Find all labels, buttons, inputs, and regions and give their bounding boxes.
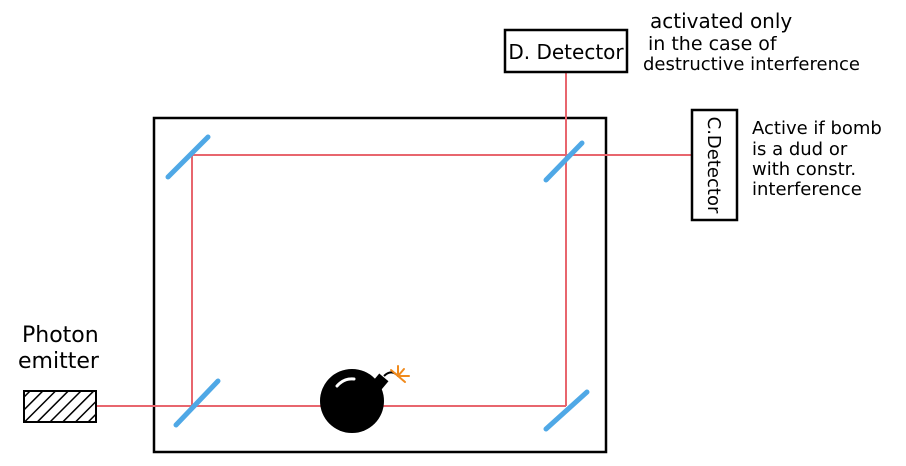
- beam-paths: [96, 73, 692, 407]
- photon-emitter: [23, 390, 97, 423]
- d-detector-label: D. Detector: [508, 40, 624, 64]
- mirror-top-right: [543, 140, 585, 183]
- mirror-bottom-right: [543, 389, 590, 432]
- d-detector-note-line3: destructive interference: [643, 54, 860, 75]
- c-detector-label: C.Detector: [703, 117, 724, 214]
- bomb-icon: [320, 365, 410, 433]
- c-detector-note-line3: with constr.: [752, 159, 856, 180]
- c-detector-note-line1: Active if bomb: [752, 118, 882, 139]
- apparatus-box: [152, 116, 608, 454]
- mirrors: [165, 134, 590, 432]
- photon-emitter-label-line1: Photon: [22, 323, 99, 348]
- photon-emitter-label-line2: emitter: [18, 349, 100, 374]
- beam-splitter-bottom-left: [173, 378, 221, 428]
- d-detector-box: [503, 28, 629, 74]
- d-detector-note-line1: activated only: [650, 9, 792, 33]
- d-detector-note-line2: in the case of: [648, 33, 778, 55]
- mirror-top-left: [165, 134, 211, 180]
- c-detector-box: [690, 108, 739, 222]
- c-detector-note-line2: is a dud or: [752, 139, 848, 160]
- spark-icon: [390, 365, 410, 383]
- c-detector-note-line4: interference: [752, 179, 862, 200]
